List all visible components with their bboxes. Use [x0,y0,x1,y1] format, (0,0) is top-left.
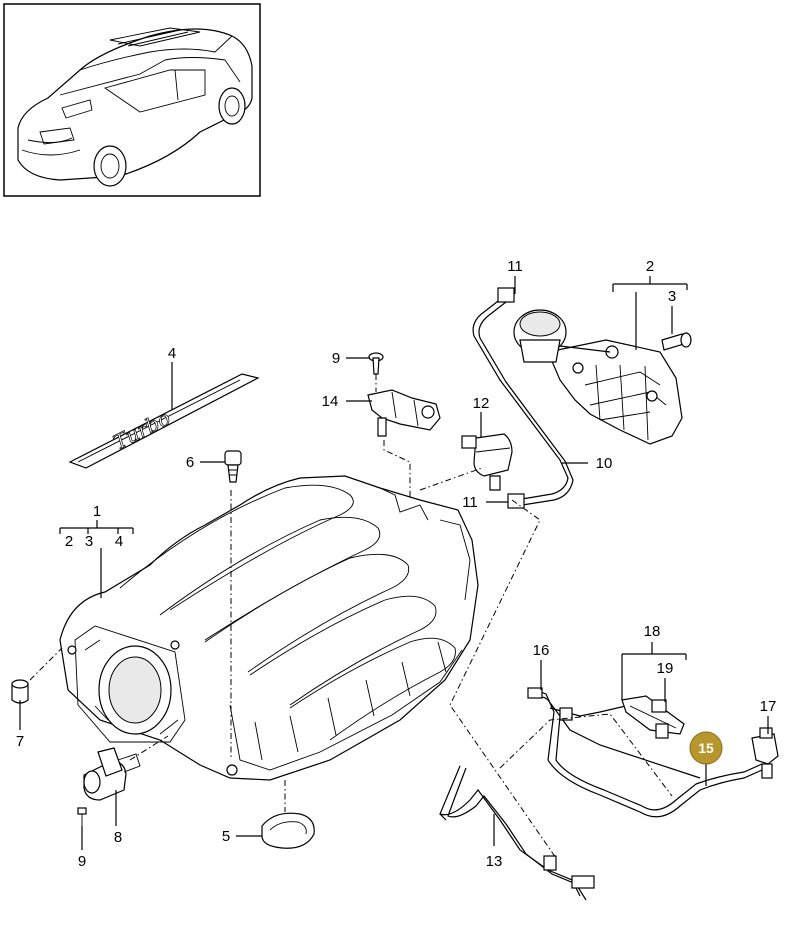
label-1-sub-4[interactable]: 4 [115,533,123,550]
highlight-badge-15[interactable]: 15 [689,731,723,765]
part-labels: 1 2 3 4 4 6 7 8 9 5 9 14 12 11 11 10 2 3… [16,258,777,870]
label-1-sub-2[interactable]: 2 [65,533,73,550]
turbo-emblem[interactable]: Turbo [68,373,260,469]
throttle-actuator[interactable] [83,747,141,801]
intake-manifold[interactable] [59,475,479,781]
label-8[interactable]: 8 [114,829,122,846]
label-4[interactable]: 4 [168,345,176,362]
hose-assembly[interactable] [527,687,763,818]
vehicle-thumbnail [3,3,261,197]
label-15[interactable]: 15 [698,740,714,756]
label-3[interactable]: 3 [668,288,676,305]
label-14[interactable]: 14 [322,393,339,410]
label-10[interactable]: 10 [596,455,613,472]
label-11-bottom[interactable]: 11 [462,494,478,511]
label-11-top[interactable]: 11 [507,258,523,275]
label-12[interactable]: 12 [473,395,490,412]
label-1[interactable]: 1 [93,503,101,520]
label-13[interactable]: 13 [486,853,503,870]
grommet[interactable] [11,679,29,704]
gasket[interactable] [261,812,315,849]
breather-pipe[interactable] [439,765,595,901]
check-valve[interactable] [224,450,242,483]
label-17[interactable]: 17 [760,698,777,715]
pressure-sensor[interactable] [367,389,441,437]
hose-fitting[interactable] [751,727,779,779]
label-9-bottom[interactable]: 9 [78,853,86,870]
small-screw-lower[interactable] [77,807,87,826]
hose-clamp[interactable] [621,695,685,739]
label-16[interactable]: 16 [533,642,550,659]
label-5[interactable]: 5 [222,828,230,845]
label-1-sub-3[interactable]: 3 [85,533,93,550]
label-7[interactable]: 7 [16,733,24,750]
label-19[interactable]: 19 [657,660,674,677]
actuator-bracket[interactable] [513,309,683,445]
label-9-top[interactable]: 9 [332,350,340,367]
car-icon [17,27,253,187]
label-6[interactable]: 6 [186,454,194,471]
emblem-text: Turbo [109,406,174,455]
label-2[interactable]: 2 [646,258,654,275]
highlight-badge-circle [689,731,723,765]
bolt[interactable] [661,332,692,351]
leader-lines [19,276,769,850]
vacuum-line[interactable] [472,287,574,509]
assembly-guide-lines [29,374,673,859]
solenoid-valve[interactable] [461,433,513,491]
label-18[interactable]: 18 [644,623,661,640]
screw-upper[interactable] [368,352,384,375]
